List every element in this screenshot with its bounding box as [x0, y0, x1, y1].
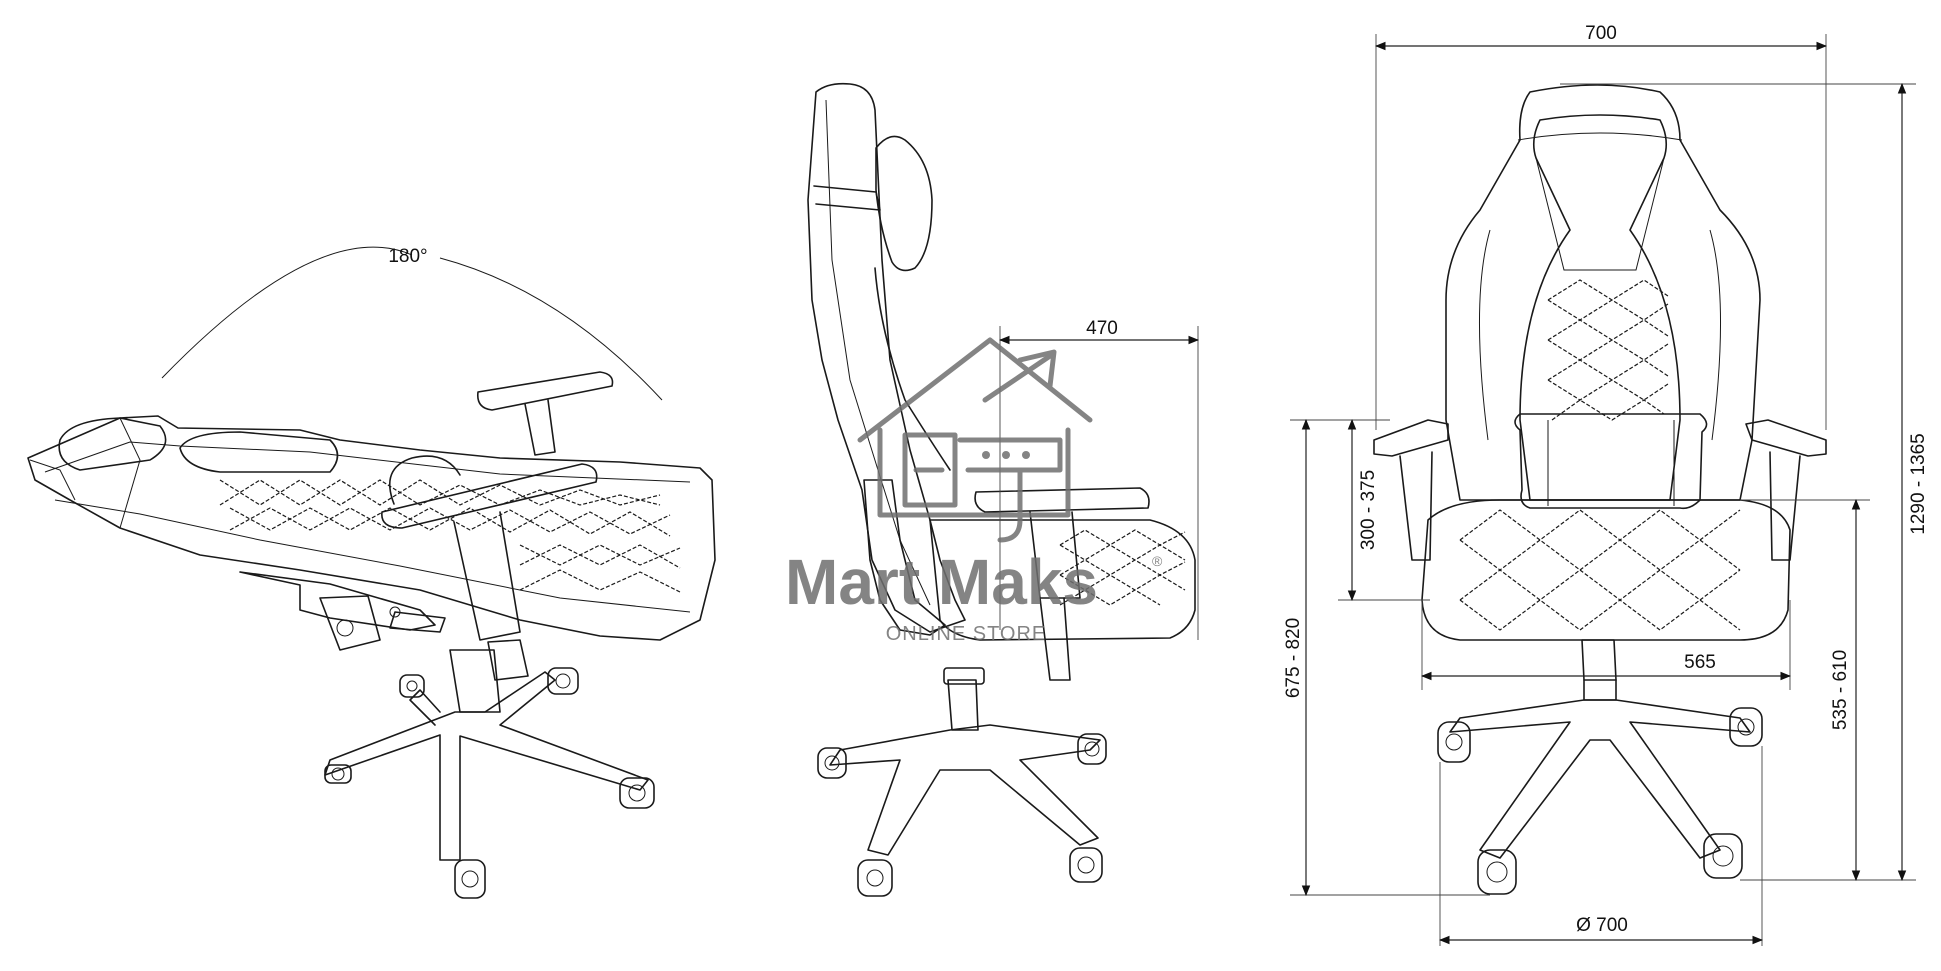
seat-width-label: 565 [1684, 652, 1716, 673]
base-diameter-label: Ø 700 [1576, 915, 1628, 936]
backrest-armrest-label: 300 - 375 [1358, 470, 1379, 550]
store-logo-icon [857, 337, 1093, 543]
casters-reclined [324, 667, 655, 899]
seat-height-label: 535 - 610 [1830, 650, 1851, 730]
front-chair-view: 700 1290 - 1365 300 - 375 675 - 820 565 … [1283, 23, 1929, 946]
reclined-chair-view: 180° [27, 246, 716, 899]
casters-front [1437, 707, 1763, 895]
overall-width-label: 700 [1585, 23, 1617, 44]
casters-side [817, 733, 1107, 897]
store-brand-name: Mart Maks [785, 546, 1098, 618]
armrest-height-label: 675 - 820 [1283, 618, 1304, 698]
store-tagline: ONLINE STORE [886, 623, 1047, 645]
recline-angle-label: 180° [388, 246, 427, 267]
recline-arc [161, 246, 413, 379]
store-registered-mark: ® [1152, 553, 1163, 569]
store-watermark: Mart Maks ® ONLINE STORE [785, 337, 1163, 645]
seat-depth-label: 470 [1086, 318, 1118, 339]
total-height-label: 1290 - 1365 [1908, 433, 1929, 534]
side-chair-view: 470 [807, 82, 1200, 897]
